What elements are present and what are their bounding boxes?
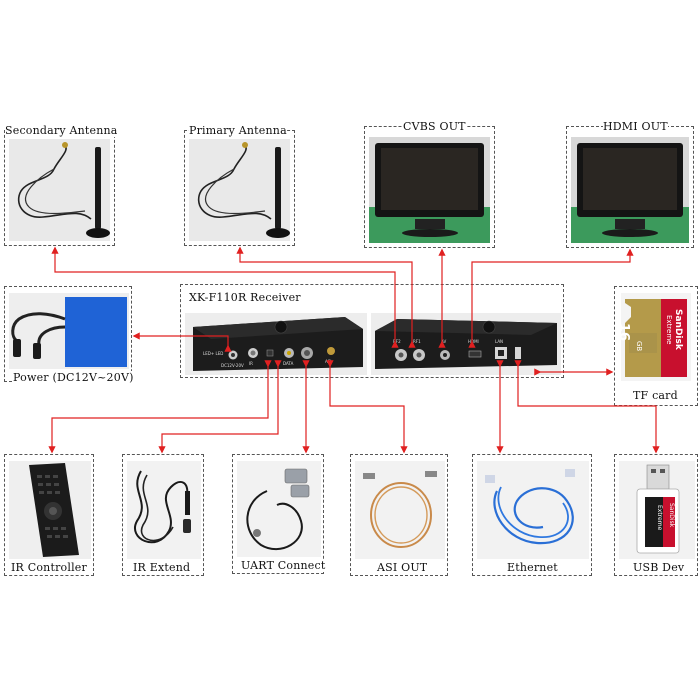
power-adapter-photo [9,293,129,369]
receiver-rear-panel-left: LED+ LED DC12V-20V IR DATA ASI [185,313,367,375]
svg-text:AV: AV [441,339,446,344]
cvbs-out-box: CVBS OUT [364,120,495,248]
svg-text:RF2: RF2 [393,339,401,344]
tf-card-label: TF card [633,389,678,402]
ethernet-label: Ethernet [507,561,558,574]
tf-card-photo: 16 GB SanDisk Extreme [621,293,691,381]
ir-controller-box: IR Controller [4,454,94,576]
ir-extend-box: IR Extend [122,454,204,576]
power-box: Power (DC12V~20V) [4,286,134,384]
svg-text:DC12V-20V: DC12V-20V [221,363,244,368]
tf-card-capacity: 16 [621,323,631,342]
svg-text:HDMI: HDMI [468,339,479,344]
usb-brand-text: SanDisk [668,503,675,528]
usb-dev-box: SanDisk Extreme USB Dev [614,454,698,576]
ir-extend-label: IR Extend [133,561,191,574]
primary-antenna-box: Primary Antenna [184,124,295,246]
power-label: Power (DC12V~20V) [13,371,134,384]
receiver-rear-panel-right: RF2 RF1 AV HDMI LAN [371,313,561,375]
ir-controller-label: IR Controller [11,561,87,574]
hdmi-out-box: HDMI OUT [566,120,694,248]
secondary-antenna-box: Secondary Antenna [4,124,118,246]
primary-antenna-photo [189,139,290,241]
usb-line-text: Extreme [656,505,663,531]
svg-text:RF1: RF1 [413,339,421,344]
secondary-antenna-label: Secondary Antenna [5,124,118,137]
receiver-label: XK-F110R Receiver [189,291,301,304]
uart-connect-box: UART Connect [232,454,326,574]
cvbs-monitor-photo [369,137,490,243]
tf-card-box: 16 GB SanDisk Extreme TF card [614,286,698,406]
arrow-ir-extend [158,360,282,454]
tf-card-brand: SanDisk [673,309,683,350]
primary-antenna-label: Primary Antenna [189,124,287,137]
uart-connect-label: UART Connect [241,559,326,572]
svg-text:LED+ LED: LED+ LED [203,351,223,356]
secondary-antenna-photo [9,139,110,241]
uart-cable-photo [237,461,321,557]
svg-text:ASI: ASI [325,359,331,364]
ethernet-box: Ethernet [472,454,592,576]
tf-card-line: Extreme [665,315,673,345]
ethernet-cable-photo [477,461,589,559]
asi-out-box: ASI OUT [350,454,448,576]
svg-text:DATA: DATA [283,361,294,366]
hdmi-monitor-photo [571,137,689,243]
usb-drive-photo: SanDisk Extreme [619,461,695,559]
ir-remote-photo [9,461,91,559]
usb-dev-label: USB Dev [633,561,685,574]
cvbs-out-label: CVBS OUT [403,120,466,133]
tf-card-unit: GB [635,341,643,352]
asi-out-label: ASI OUT [377,561,428,574]
ir-extend-cable-photo [127,461,201,559]
arrow-asi [326,360,408,454]
svg-text:LAN: LAN [495,339,503,344]
asi-cable-photo [355,461,445,559]
hdmi-out-label: HDMI OUT [603,120,668,133]
svg-text:IR: IR [249,361,253,366]
receiver-box: XK-F110R Receiver LED+ LED DC12V-20V IR … [180,284,564,378]
